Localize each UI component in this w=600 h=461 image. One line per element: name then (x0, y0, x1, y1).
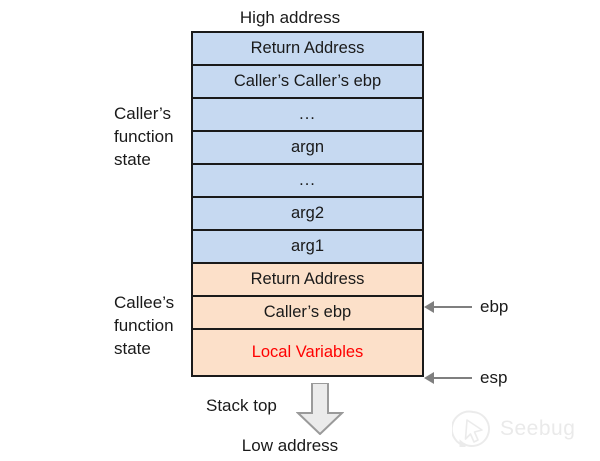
stack-row: ... (193, 99, 422, 132)
stack-row: arg2 (193, 198, 422, 231)
high-address-label: High address (239, 8, 341, 27)
ebp-pointer-marker: ebp (424, 297, 509, 316)
caller-function-state-label: Caller’s function state (114, 102, 174, 171)
esp-label: esp (480, 368, 508, 387)
stack-row: Return Address (193, 264, 422, 297)
esp-pointer-marker: esp (424, 368, 508, 387)
stack-row-label: arg1 (290, 237, 325, 256)
stack-row: Caller’s ebp (193, 297, 422, 330)
stack-row: Caller’s Caller’s ebp (193, 66, 422, 99)
stack-frame-diagram: Return Address Caller’s Caller’s ebp ...… (191, 31, 424, 377)
stack-row: arg1 (193, 231, 422, 264)
caller-state-line-1: Caller’s (114, 104, 172, 123)
stack-row-label: ... (299, 171, 316, 190)
stack-row-label: argn (290, 138, 325, 157)
callee-state-line-2: function (114, 316, 174, 335)
seebug-watermark: Seebug (452, 406, 592, 452)
ebp-label: ebp (480, 297, 509, 316)
stack-row: argn (193, 132, 422, 165)
stack-row: Local Variables (193, 330, 422, 375)
left-arrow-icon (424, 372, 472, 384)
caller-state-line-2: function (114, 127, 174, 146)
seebug-watermark-text: Seebug (500, 417, 576, 440)
stack-row-label: arg2 (290, 204, 325, 223)
stack-row-label: ... (299, 105, 316, 124)
stack-growth-down-arrow-icon (296, 383, 344, 435)
low-address-label: Low address (241, 436, 339, 455)
stack-row: Return Address (193, 33, 422, 66)
stack-row-label: Return Address (250, 270, 365, 289)
stack-row-label: Return Address (250, 39, 365, 58)
callee-function-state-label: Callee’s function state (114, 291, 174, 360)
callee-state-line-3: state (114, 339, 151, 358)
left-arrow-icon (424, 301, 472, 313)
stack-row: ... (193, 165, 422, 198)
stack-top-label: Stack top (206, 396, 277, 415)
stack-row-label: Caller’s ebp (263, 303, 352, 322)
stack-row-label: Caller’s Caller’s ebp (233, 72, 382, 91)
stack-row-label: Local Variables (251, 343, 364, 362)
callee-state-line-1: Callee’s (114, 293, 175, 312)
caller-state-line-3: state (114, 150, 151, 169)
seebug-logo-icon (452, 410, 490, 447)
